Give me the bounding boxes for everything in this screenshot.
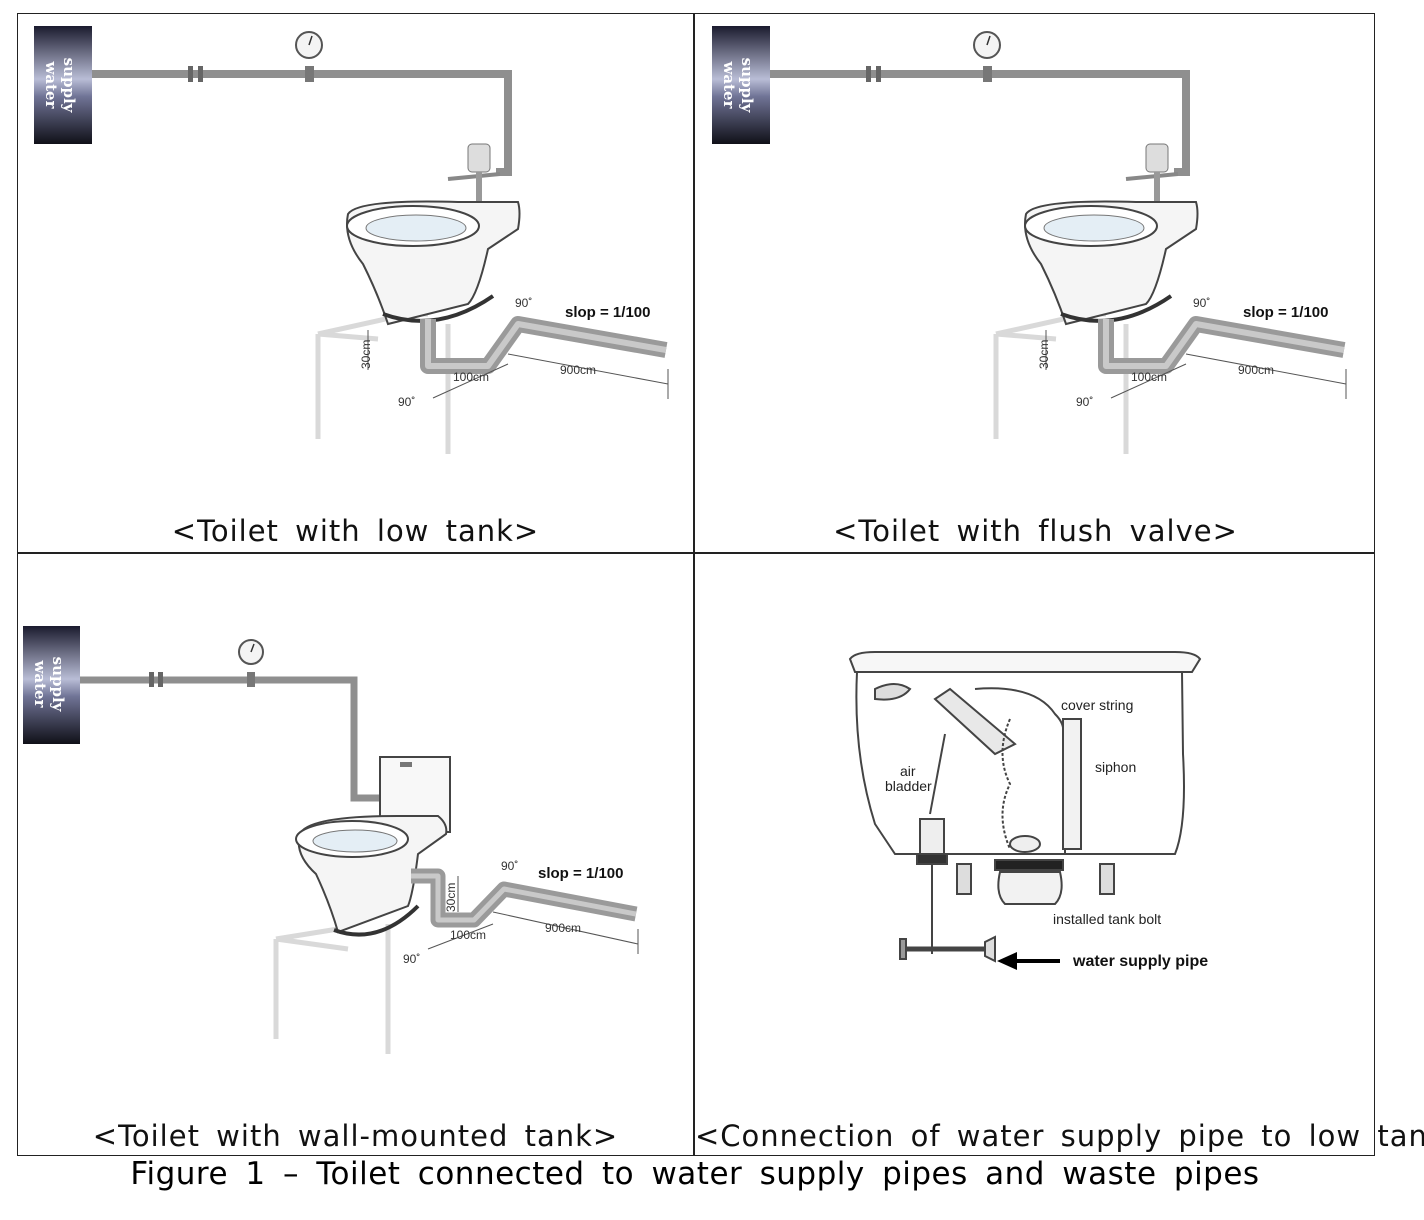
caption-wall-mounted-tank: <Toilet with wall-mounted tank> — [92, 1119, 619, 1153]
run-short-label: 100cm — [453, 370, 489, 384]
wall-mounted-tank-illustration: supply water — [23, 626, 639, 1054]
slope-label: slop = 1/100 — [538, 865, 623, 882]
height-label: 30cm — [1037, 340, 1051, 369]
supply-box-label-2: water — [42, 60, 60, 109]
figure-grid: supply water — [17, 13, 1424, 1157]
panel-flush-valve: supply water — [695, 14, 1376, 552]
panel-low-tank-connection: cover string siphon air bladder installe… — [695, 554, 1424, 1157]
bladder-label: bladder — [885, 778, 932, 794]
figure-caption: Figure 1 – Toilet connected to water sup… — [130, 1156, 1260, 1192]
angle-top-label: 90˚ — [1193, 296, 1210, 310]
angle-top-label: 90˚ — [501, 859, 518, 873]
slope-label: slop = 1/100 — [1243, 304, 1328, 321]
panel-wall-mounted-tank: supply water — [18, 554, 693, 1157]
caption-flush-valve: <Toilet with flush valve> — [833, 514, 1238, 548]
run-short-label: 100cm — [450, 928, 486, 942]
cover-string-label: cover string — [1061, 697, 1133, 713]
run-long-label: 900cm — [1238, 363, 1274, 377]
flush-valve-illustration: supply water — [712, 26, 1347, 454]
grid-divider-horizontal — [18, 552, 1374, 554]
supply-pipe — [770, 70, 1190, 176]
angle-bottom-label: 90˚ — [1076, 395, 1093, 409]
tank-cross-section-illustration: cover string siphon air bladder installe… — [848, 651, 1208, 970]
grid-divider-vertical — [693, 14, 695, 1155]
supply-water-box — [34, 26, 92, 144]
tank-bolt-label: installed tank bolt — [1053, 911, 1161, 927]
siphon-label: siphon — [1095, 759, 1136, 775]
supply-box-label-1: supply — [738, 58, 756, 114]
valve-icon — [467, 143, 491, 173]
dimension-lines — [367, 330, 669, 399]
air-label: air — [900, 763, 916, 779]
supply-box-label-1: supply — [49, 657, 67, 713]
supply-box-label-1: supply — [60, 58, 78, 114]
supply-water-box — [712, 26, 770, 144]
supply-box-label-2: water — [31, 659, 49, 708]
arrow-head-icon — [997, 952, 1017, 970]
low-tank-cross-section — [848, 651, 1202, 963]
caption-low-tank: <Toilet with low tank> — [171, 514, 540, 548]
dimension-lines — [1045, 330, 1347, 399]
flush-valve-icon — [1145, 143, 1169, 173]
angle-bottom-label: 90˚ — [403, 952, 420, 966]
panel-low-tank: supply water — [18, 14, 693, 552]
angle-top-label: 90˚ — [515, 296, 532, 310]
toilet-bowl-icon — [295, 756, 451, 937]
run-long-label: 900cm — [560, 363, 596, 377]
run-long-label: 900cm — [545, 921, 581, 935]
angle-bottom-label: 90˚ — [398, 395, 415, 409]
supply-pipe-label: water supply pipe — [1072, 953, 1208, 970]
toilet-bowl-icon — [346, 200, 521, 326]
toilet-bowl-icon — [1024, 200, 1199, 326]
height-label: 30cm — [359, 340, 373, 369]
supply-water-box — [23, 626, 80, 744]
caption-low-tank-connection: <Connection of water supply pipe to low … — [695, 1119, 1424, 1153]
supply-box-label-2: water — [720, 60, 738, 109]
supply-pipe — [80, 676, 380, 802]
run-short-label: 100cm — [1131, 370, 1167, 384]
supply-pipe — [92, 70, 512, 176]
dimension-lines — [427, 876, 639, 954]
height-label: 30cm — [444, 883, 458, 912]
low-tank-illustration: supply water — [34, 26, 669, 454]
slope-label: slop = 1/100 — [565, 304, 650, 321]
toilet-stand — [273, 924, 391, 1054]
